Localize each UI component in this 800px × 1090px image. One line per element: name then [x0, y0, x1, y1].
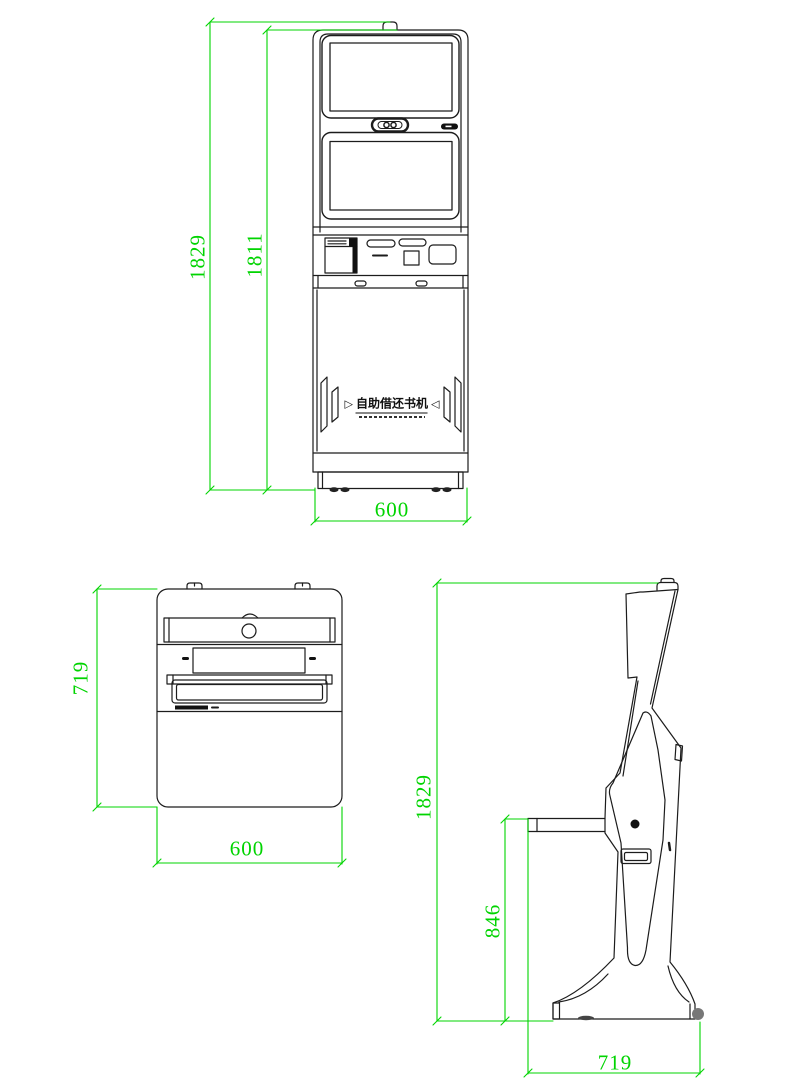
inner-cutout [608, 711, 666, 967]
dim-side-total-height-label: 1829 [411, 774, 436, 820]
keyboard-tray [156, 674, 343, 713]
door-panel-text: 自助借还书机 [355, 395, 429, 414]
front-base [312, 452, 469, 493]
side-outline [552, 588, 696, 1020]
dim-top-width-label: 600 [229, 836, 265, 861]
camera-lens [241, 623, 257, 639]
dim-top-depth-label: 719 [68, 660, 93, 696]
grille-left-inner [331, 386, 339, 423]
brand-logo [441, 123, 458, 130]
lower-cabinet-door [316, 289, 465, 452]
rear-caster [692, 1008, 704, 1020]
feet [329, 487, 452, 493]
side-view [527, 577, 704, 1021]
front-view [312, 21, 469, 493]
slot-left [366, 239, 396, 248]
camera-bump-arc [241, 613, 259, 619]
door-panel-label: ▷ 自助借还书机 ◁ [344, 395, 440, 414]
camera-speaker-pill [370, 117, 410, 133]
keyboard-shelf [527, 817, 606, 833]
keypad-square [403, 250, 420, 266]
dim-side-depth-line [523, 819, 705, 1078]
front-foot [578, 1015, 594, 1021]
side-base [552, 1002, 704, 1021]
lower-display [321, 131, 460, 220]
dim-side-total-height-line [432, 578, 659, 1026]
back-tick [667, 841, 672, 852]
dim-front-width-line [310, 487, 472, 526]
dim-side-shelf-height-line [500, 814, 529, 1026]
dim-front-width-label: 600 [374, 497, 410, 522]
door-handle [620, 848, 652, 865]
side-dashes [182, 657, 316, 660]
grille-right-outer [454, 376, 462, 433]
side-camera-cap [656, 577, 679, 591]
dim-side-shelf-height-label: 846 [480, 903, 505, 939]
scanner-window [428, 244, 457, 265]
door-panel-subtext-line [359, 416, 425, 418]
dim-front-body-height-label: 1811 [242, 232, 267, 278]
control-panel [312, 226, 469, 274]
dim-front-total-height-line [205, 17, 391, 495]
dim-top-width-line [152, 806, 347, 868]
dim-top-depth-line [92, 584, 158, 812]
mid-block [192, 647, 306, 674]
handle-right [415, 280, 428, 287]
grille-left-outer [320, 376, 328, 433]
left-triangle-icon: ▷ [344, 397, 353, 411]
receipt-printer [324, 237, 358, 274]
grille-right-inner [443, 386, 451, 423]
back-tab [674, 743, 684, 762]
right-triangle-icon: ◁ [431, 397, 440, 411]
lock-button [630, 819, 640, 829]
upper-display [321, 34, 460, 119]
inner-wall-lines [558, 590, 690, 1003]
hinge-tabs [186, 582, 311, 590]
slot-right [398, 238, 427, 247]
top-camera-bump [382, 21, 398, 31]
dimensions [92, 17, 705, 1078]
head-band [156, 613, 343, 646]
top-view [156, 582, 343, 808]
top-outline [156, 588, 343, 808]
dim-front-total-height-label: 1829 [185, 234, 210, 280]
dim-side-depth-label: 719 [597, 1050, 633, 1075]
mid-band [312, 274, 469, 289]
handle-left [354, 280, 367, 287]
